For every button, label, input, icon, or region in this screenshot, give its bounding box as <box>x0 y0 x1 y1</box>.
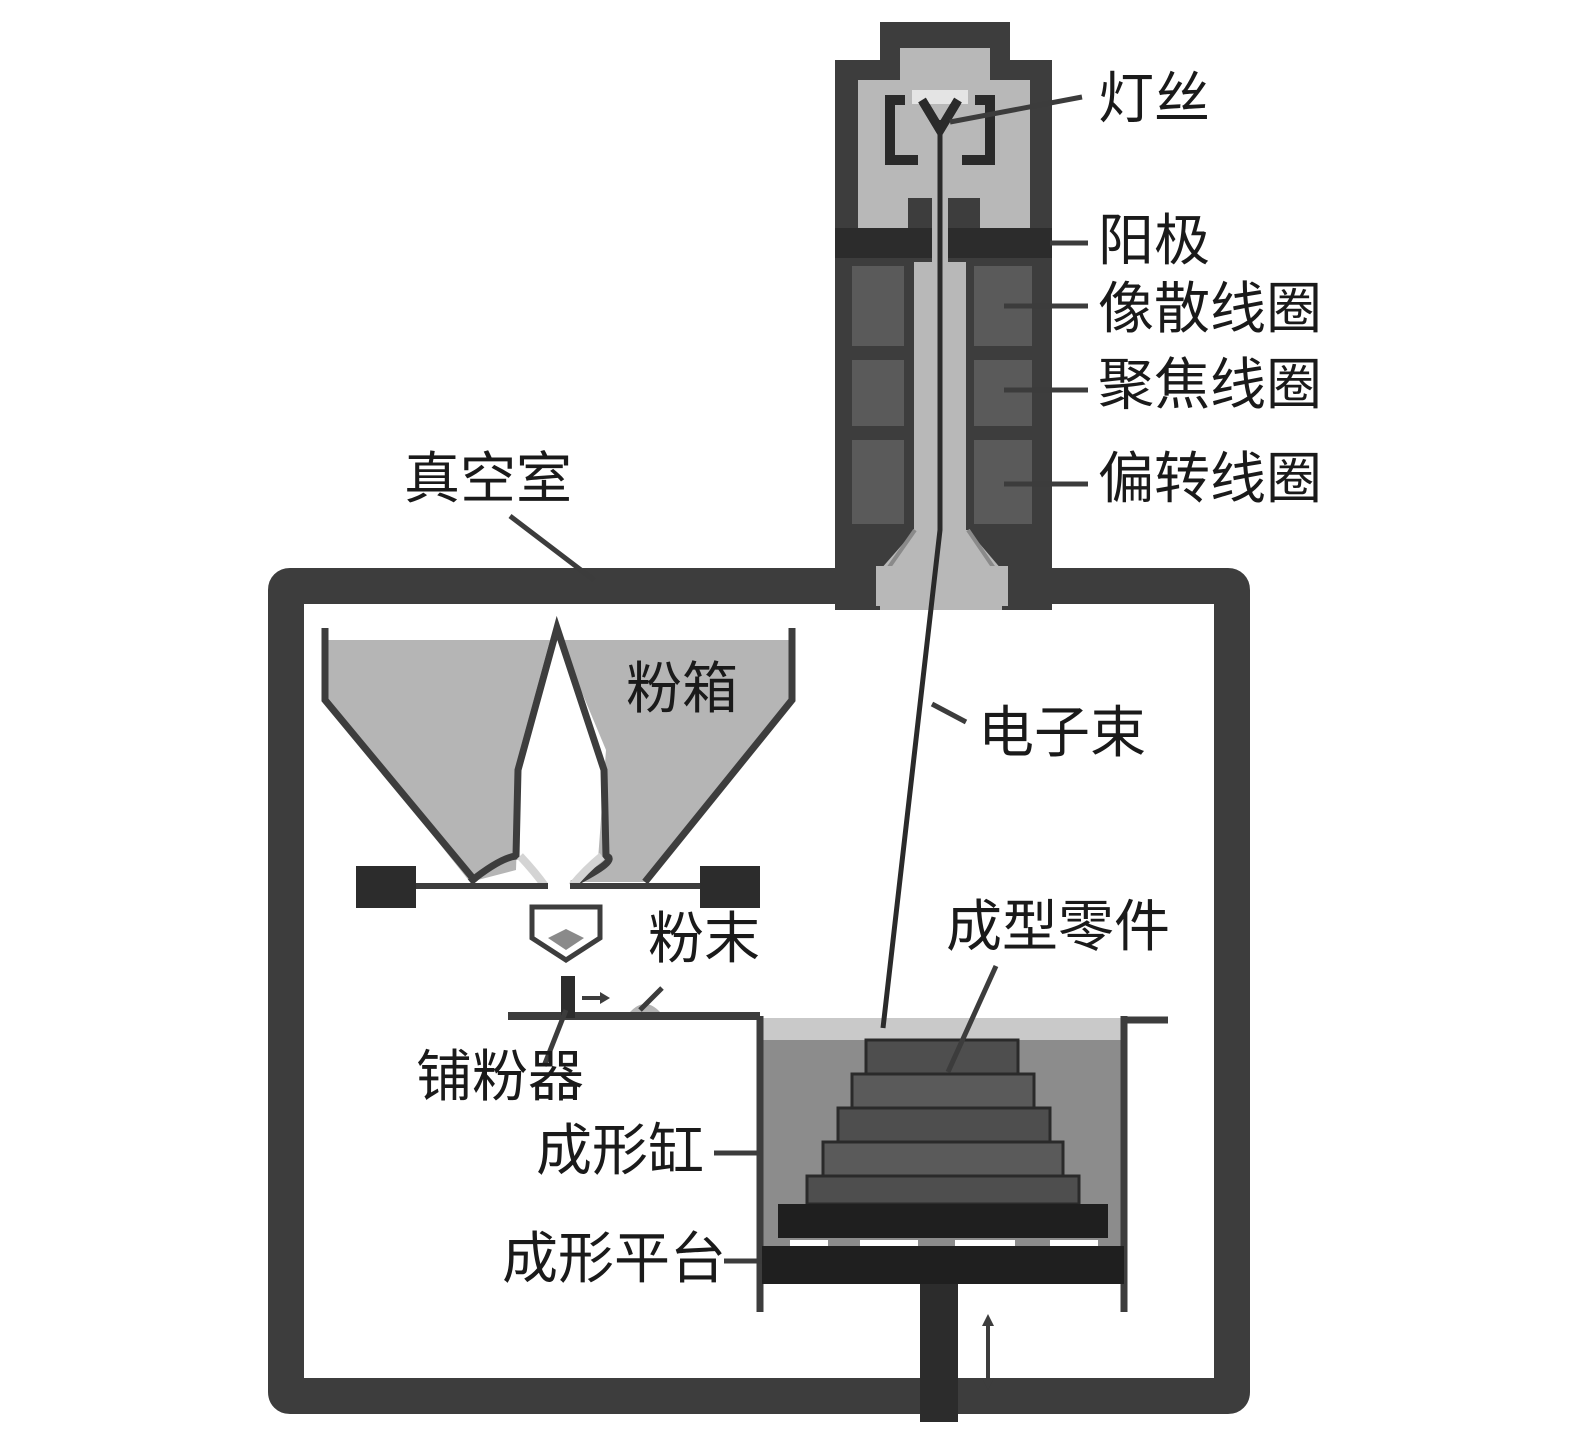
hopper-powder-left <box>325 640 550 882</box>
label-filament: 灯丝 <box>1098 67 1210 132</box>
hopper-inner-wedge <box>467 615 613 888</box>
build-platform <box>762 1246 1124 1284</box>
leader-lines <box>508 94 1088 1264</box>
powder-dispenser <box>508 904 760 1020</box>
label-vacuum-chamber: 真空室 <box>404 447 572 512</box>
gate-actuator-left <box>356 866 416 908</box>
label-powder-spreader: 铺粉器 <box>416 1045 584 1110</box>
focus-coil-left <box>852 360 904 426</box>
vacuum-chamber <box>268 566 1250 1414</box>
platform-spacers <box>790 1240 1098 1246</box>
label-focus-coil: 聚焦线圈 <box>1098 353 1322 418</box>
label-deflection-coil: 偏转线圈 <box>1098 447 1322 512</box>
astigmatism-coil-left <box>852 266 904 346</box>
label-build-platform: 成形平台 <box>502 1227 726 1292</box>
deflection-coil-left <box>852 440 904 524</box>
label-powder-hopper: 粉箱 <box>626 657 738 722</box>
label-anode: 阳极 <box>1098 209 1210 274</box>
electron-beam-line <box>880 120 943 1029</box>
focus-coil-right <box>974 360 1032 426</box>
powder-spreader-blade <box>561 976 575 1018</box>
label-electron-beam: 电子束 <box>978 701 1146 766</box>
formed-part <box>805 1038 1081 1206</box>
gate-actuator-right <box>700 866 760 908</box>
label-formed-part: 成型零件 <box>946 895 1170 960</box>
label-astigmatism-coil: 像散线圈 <box>1098 277 1322 342</box>
chamber-wall <box>268 568 1250 1414</box>
start-plate <box>778 1204 1108 1238</box>
chamber-opening <box>876 566 1008 606</box>
label-build-cylinder: 成形缸 <box>536 1119 704 1184</box>
cathode-chamber <box>858 48 1030 228</box>
hopper-powder-right <box>560 640 792 882</box>
powder-bed-top <box>762 1018 1122 1040</box>
build-cylinder <box>756 1016 1168 1422</box>
platform-piston-rod <box>920 1284 958 1422</box>
hopper-outer-walls <box>321 628 796 885</box>
powder-hopper <box>321 615 796 908</box>
label-powder: 粉末 <box>648 907 760 972</box>
up-down-arrow-icon <box>982 1314 994 1390</box>
